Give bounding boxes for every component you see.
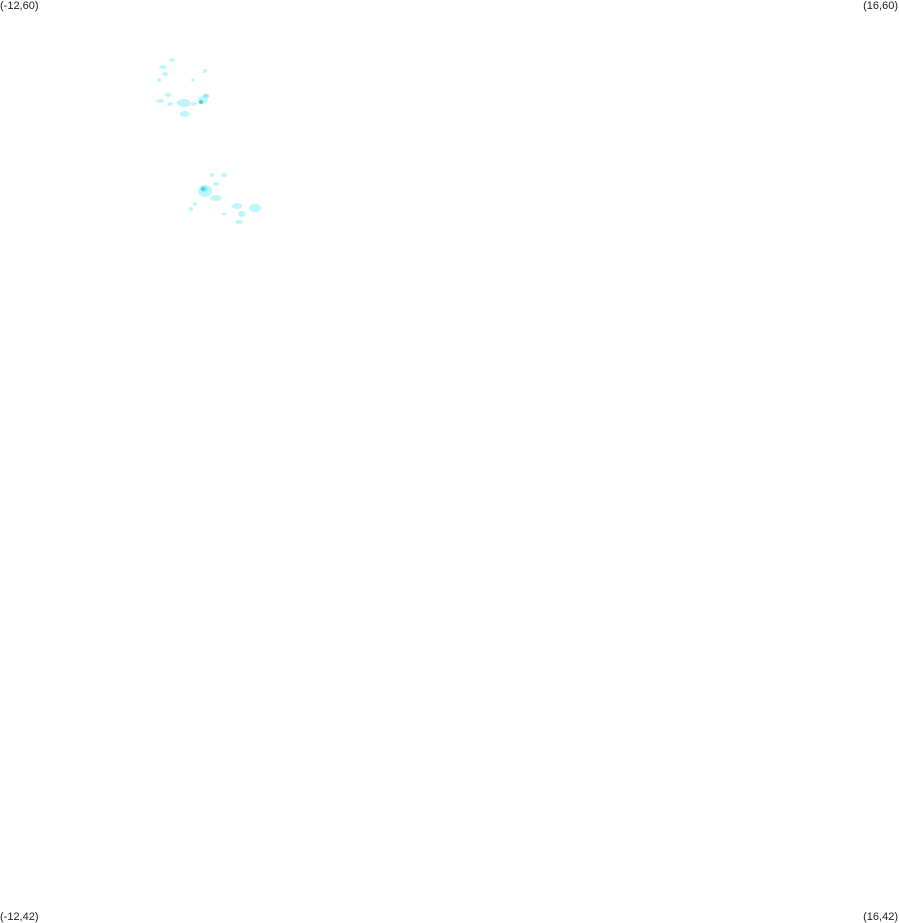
corner-label-bottom-left: (-12,42): [0, 911, 39, 923]
cloud-patch: [167, 102, 173, 106]
cloud-patch: [213, 182, 219, 186]
cloud-patch: [165, 93, 171, 97]
cloud-patch: [238, 211, 246, 217]
cloud-core: [201, 187, 205, 191]
cloud-patch: [157, 78, 161, 82]
cloud-patch: [222, 212, 226, 216]
cloud-patch: [156, 99, 164, 103]
cloud-patch: [169, 58, 175, 62]
cloud-patch: [162, 72, 168, 76]
cloud-patch: [193, 202, 197, 206]
cloud-patch: [203, 94, 209, 98]
cloud-patch: [159, 65, 167, 69]
corner-label-top-right: (16,60): [863, 0, 898, 12]
corner-label-bottom-right: (16,42): [863, 911, 898, 923]
cloud-patch: [180, 111, 190, 117]
cloud-patch: [191, 102, 197, 106]
cloud-patch: [210, 173, 214, 177]
cloud-patch: [189, 207, 193, 211]
cloud-patch: [191, 78, 195, 82]
cloud-patch: [232, 203, 242, 209]
corner-label-top-left: (-12,60): [0, 0, 39, 12]
cloud-patch: [203, 69, 207, 73]
cloud-patch: [210, 195, 222, 201]
cloud-patch: [235, 220, 243, 224]
cloud-patch: [221, 173, 227, 177]
cloud-core: [199, 100, 203, 104]
cluster-north: [156, 58, 209, 117]
cluster-south: [189, 173, 261, 224]
cloud-patch: [177, 99, 191, 107]
cloud-patch: [249, 204, 261, 212]
